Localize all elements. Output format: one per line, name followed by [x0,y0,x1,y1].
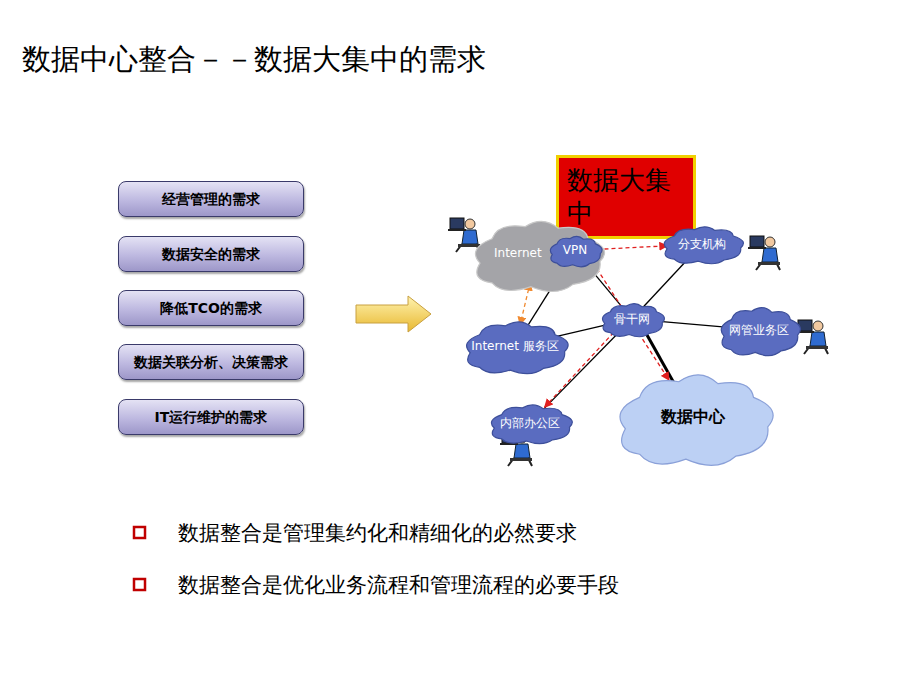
node-label: 内部办公区 [500,416,560,430]
network-cloud: 内部办公区 [483,402,577,444]
network-cloud: VPN [545,234,605,267]
bullet-square [134,579,145,590]
cloud-outline [550,236,602,266]
cloud-outline [664,227,743,264]
datacenter-cloud: 数据中心 [604,368,782,466]
node-label: 网管业务区 [729,323,789,337]
network-cloud: 骨干网 [596,301,668,337]
node-label: IT运行维护的需求 [155,409,268,426]
node-label: 数据大集中 [567,164,685,229]
requirement-button: 经营管理的需求 [118,181,304,217]
highlight-box: 数据大集中 [556,155,696,239]
user-icon [796,320,828,354]
user-icon [448,218,480,252]
network-link [644,330,676,388]
cloud-outline [721,308,800,356]
node-label: 经营管理的需求 [162,191,260,208]
network-link [654,321,732,328]
network-cloud: 分支机构 [656,224,748,264]
requirement-button: IT运行维护的需求 [118,399,304,435]
network-link [642,256,691,308]
bullet-square [134,527,145,538]
node-label: 数据安全的需求 [162,246,260,263]
node-label: 数据关联分析、决策需求 [134,354,288,371]
cloud-outline [475,221,604,291]
cloud-outline [602,304,664,337]
requirement-button: 数据安全的需求 [118,236,304,272]
network-cloud: Internet 服务区 [456,318,574,374]
user-icon [748,236,780,270]
network-cloud: 网管业务区 [713,304,805,356]
block-arrow [356,296,431,332]
slide-title: 数据中心整合－－数据大集中的需求 [22,40,486,80]
data-flow-arrow [598,246,668,250]
network-link [550,324,610,338]
cloud-outline [620,375,773,465]
node-label: 骨干网 [614,312,650,326]
bullet-text: 数据整合是管理集约化和精细化的必然要求 [178,519,577,547]
requirement-button: 数据关联分析、决策需求 [118,344,304,380]
node-label: Internet 服务区 [471,339,558,353]
data-flow-arrow [593,263,669,380]
cloud-outline [491,405,572,444]
requirement-button: 降低TCO的需求 [118,290,304,326]
node-label: 数据中心 [661,407,725,426]
node-label: Internet [494,246,542,260]
node-label: VPN [563,243,587,257]
cloud-outline [467,322,569,374]
node-label: 降低TCO的需求 [160,300,262,317]
node-label: 分支机构 [678,237,726,251]
bullet-text: 数据整合是优化业务流程和管理流程的必要手段 [178,571,619,599]
